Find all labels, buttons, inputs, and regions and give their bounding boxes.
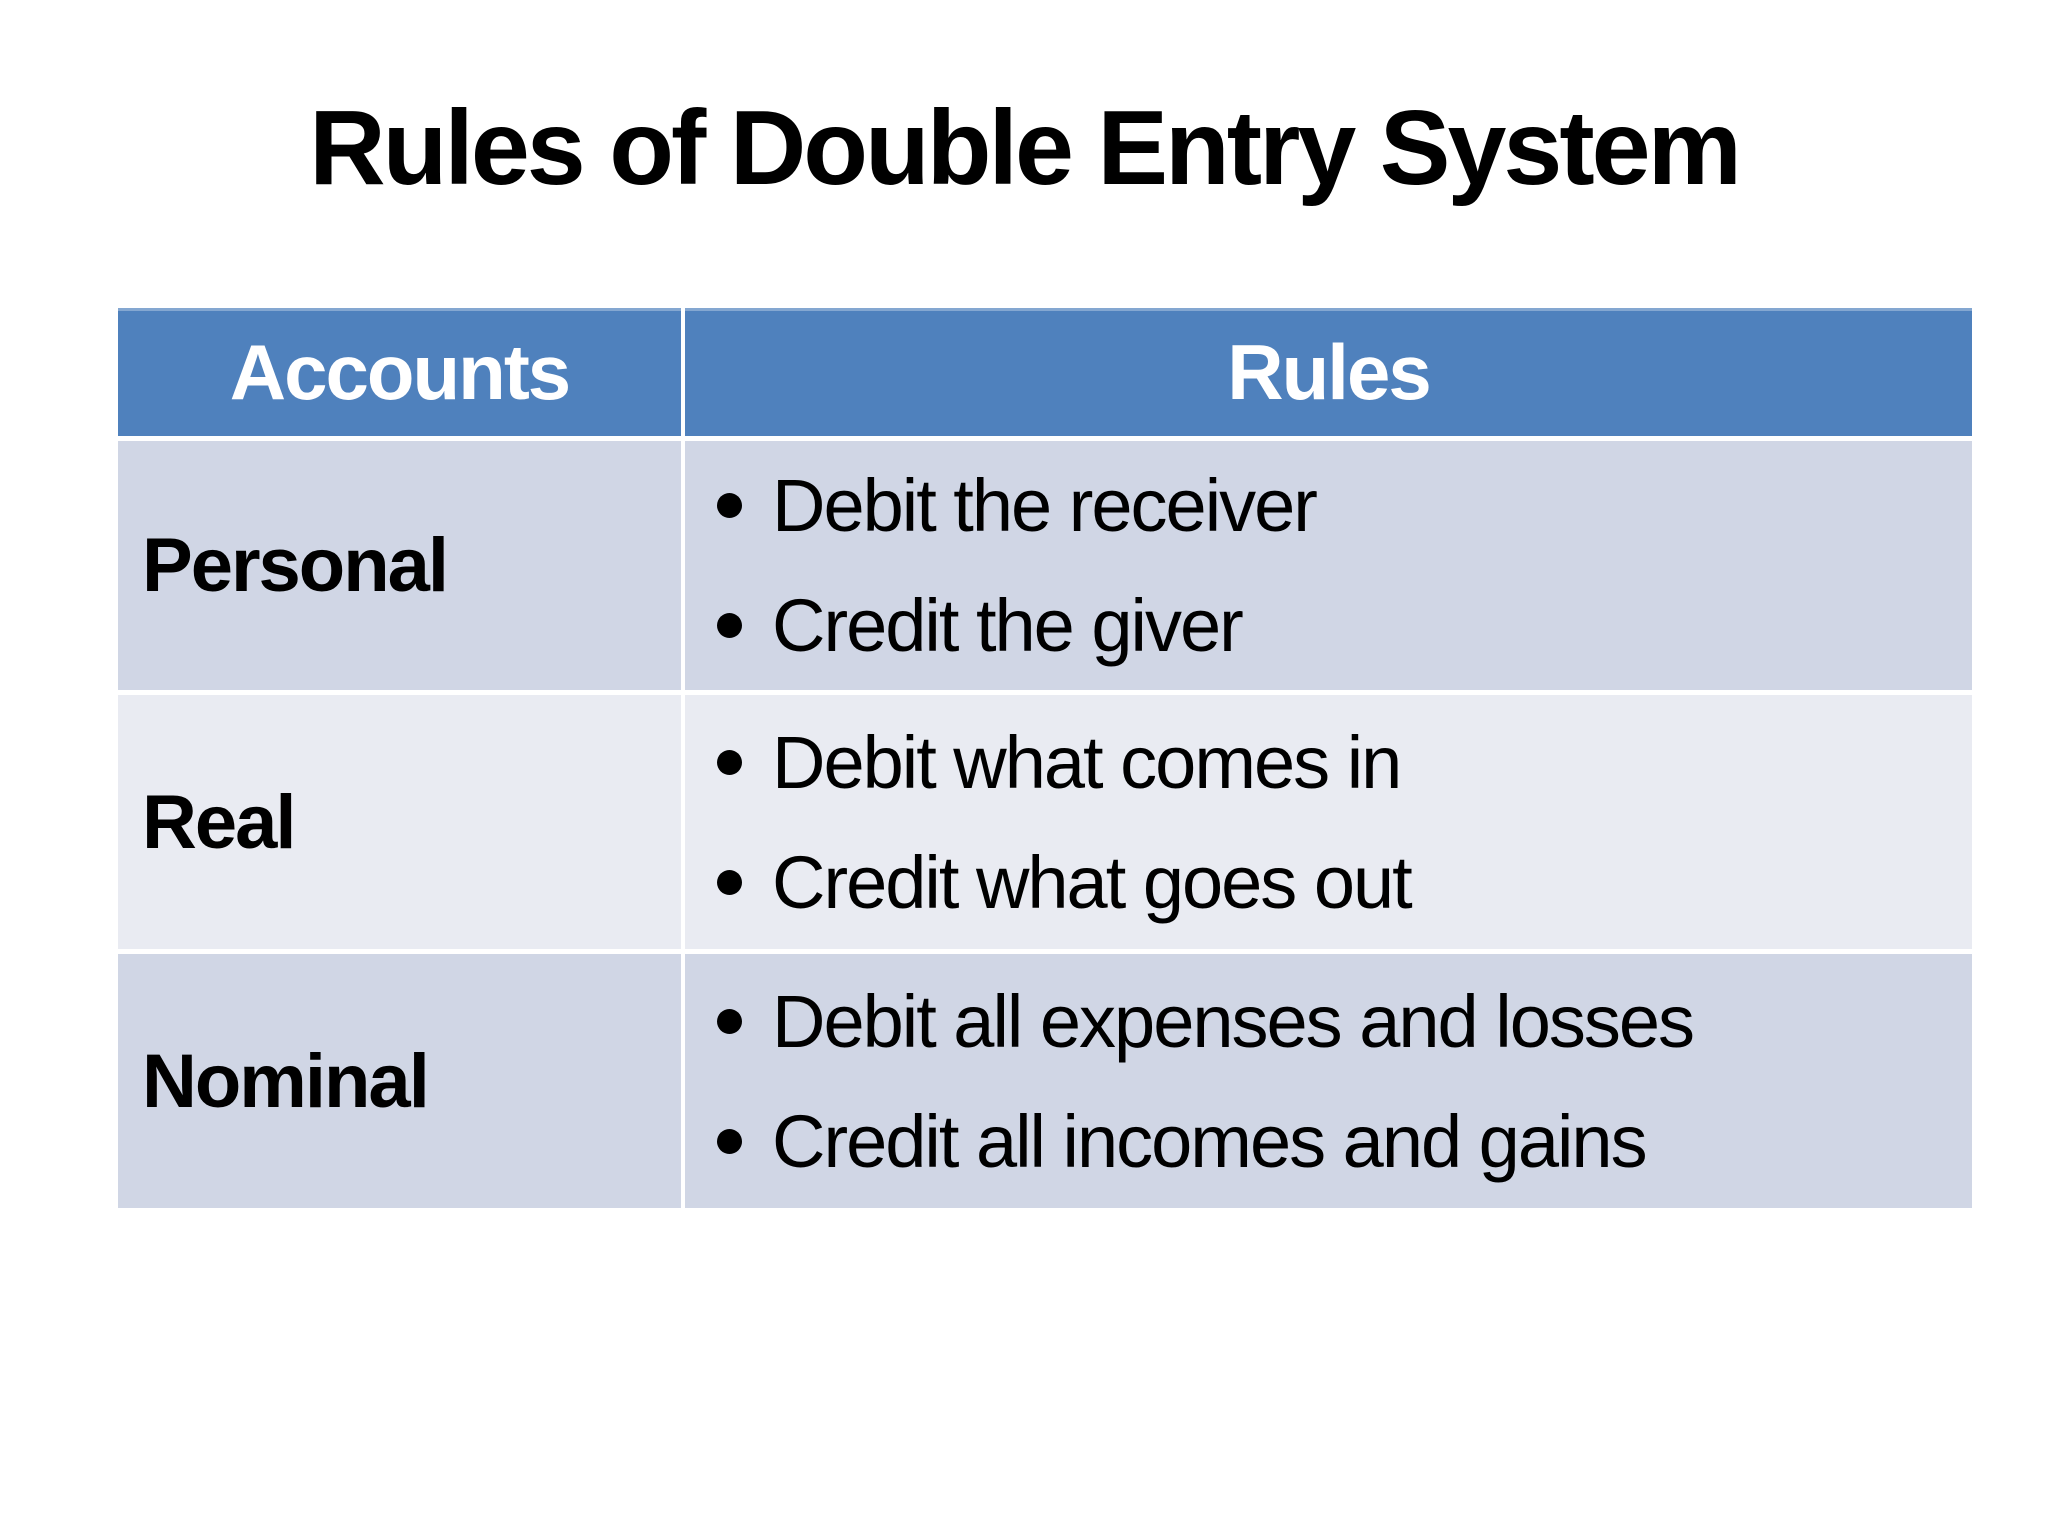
rule-item: Credit the giver	[685, 574, 1972, 678]
rule-text: Debit all expenses and losses	[772, 979, 1695, 1063]
bullet-icon	[717, 749, 742, 775]
rule-text: Debit the receiver	[772, 464, 1318, 547]
rules-cell-personal: Debit the receiver Credit the giver	[685, 441, 1972, 690]
header-cell-accounts: Accounts	[118, 308, 681, 436]
rule-text: Credit the giver	[772, 584, 1244, 667]
rules-table: Accounts Rules Personal Debit the receiv…	[118, 308, 1972, 1208]
bullet-icon	[717, 1128, 742, 1154]
bullet-icon	[717, 1008, 742, 1034]
header-cell-rules: Rules	[685, 308, 1972, 436]
bullet-icon	[717, 613, 742, 638]
rule-item: Debit the receiver	[685, 454, 1972, 558]
rule-item: Debit what comes in	[685, 710, 1972, 814]
bullet-icon	[717, 869, 742, 895]
rule-item: Credit all incomes and gains	[685, 1089, 1972, 1193]
rule-text: Credit all incomes and gains	[772, 1099, 1648, 1183]
slide-title: Rules of Double Entry System	[309, 89, 1742, 207]
bullet-icon	[717, 493, 742, 518]
rule-text: Credit what goes out	[772, 840, 1413, 924]
rule-item: Credit what goes out	[685, 830, 1972, 934]
rules-cell-nominal: Debit all expenses and losses Credit all…	[685, 954, 1972, 1208]
account-cell-nominal: Nominal	[118, 954, 681, 1208]
rules-cell-real: Debit what comes in Credit what goes out	[685, 695, 1972, 949]
account-cell-personal: Personal	[118, 441, 681, 690]
rule-item: Debit all expenses and losses	[685, 969, 1972, 1073]
account-cell-real: Real	[118, 695, 681, 949]
rule-text: Debit what comes in	[772, 720, 1402, 804]
